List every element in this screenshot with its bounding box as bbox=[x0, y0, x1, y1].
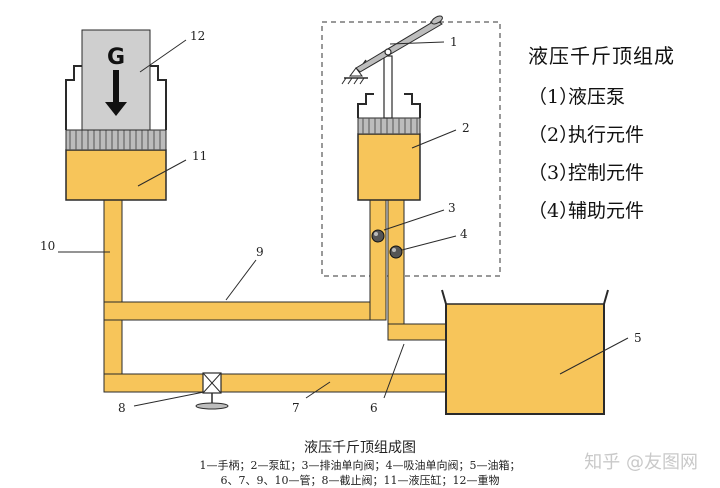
discharge-check-valve-3 bbox=[371, 229, 385, 243]
suction-check-valve-4 bbox=[389, 245, 403, 259]
legend-label: 辅助元件 bbox=[568, 200, 645, 222]
legend-index: （1） bbox=[528, 86, 579, 108]
parts-list-line-2: 6、7、9、10—管；8—截止阀；11—液压缸；12—重物 bbox=[220, 474, 500, 487]
pipe-7 bbox=[103, 373, 449, 393]
callout-6: 6 bbox=[370, 401, 378, 415]
stop-valve-8 bbox=[195, 372, 229, 410]
legend-label: 执行元件 bbox=[568, 124, 645, 146]
callout-1: 1 bbox=[450, 35, 458, 49]
callout-2: 2 bbox=[462, 121, 470, 135]
parts-list-line-1: 1—手柄；2—泵缸；3—排油单向阀；4—吸油单向阀；5—油箱； bbox=[199, 459, 521, 472]
pipe-6 bbox=[387, 197, 405, 339]
pipe-9-riser bbox=[369, 197, 387, 321]
legend-item-actuator: （2）执行元件 bbox=[528, 120, 644, 147]
callout-10: 10 bbox=[40, 239, 55, 253]
legend-item-auxiliary: （4）辅助元件 bbox=[528, 196, 644, 223]
callout-11: 11 bbox=[192, 149, 207, 163]
figure-caption: 液压千斤顶组成图 bbox=[304, 440, 416, 456]
legend-label: 液压泵 bbox=[568, 86, 626, 108]
down-arrow-icon bbox=[113, 70, 119, 104]
cylinder-piston bbox=[65, 129, 167, 151]
pipes bbox=[103, 197, 449, 393]
callout-7: 7 bbox=[292, 401, 300, 415]
pump-cylinder-2 bbox=[357, 55, 421, 201]
callout-numbers: 1 2 3 4 5 6 7 8 9 10 11 12 bbox=[40, 29, 642, 415]
watermark: 知乎 @友图网 bbox=[584, 452, 698, 473]
legend-label: 控制元件 bbox=[568, 162, 645, 184]
callout-12: 12 bbox=[190, 29, 205, 43]
legend-index: （3） bbox=[528, 162, 579, 184]
pipe-10 bbox=[103, 197, 123, 393]
callout-lines bbox=[58, 39, 629, 407]
oil-tank-5 bbox=[441, 289, 609, 415]
handle-1 bbox=[341, 15, 443, 85]
callout-8: 8 bbox=[118, 401, 126, 415]
legend-title: 液压千斤顶组成 bbox=[528, 44, 675, 68]
callout-4: 4 bbox=[460, 227, 468, 241]
legend-index: （2） bbox=[528, 124, 579, 146]
callout-3: 3 bbox=[448, 201, 456, 215]
pump-piston-rod bbox=[383, 55, 393, 119]
legend-index: （4） bbox=[528, 200, 579, 222]
callout-9: 9 bbox=[256, 245, 264, 259]
pipe-9 bbox=[103, 301, 387, 321]
legend-item-control: （3）控制元件 bbox=[528, 158, 644, 185]
weight-label: G bbox=[107, 45, 125, 70]
hydraulic-cylinder-11: G bbox=[65, 29, 167, 201]
legend-item-pump: （1）液压泵 bbox=[528, 82, 625, 109]
callout-5: 5 bbox=[634, 331, 642, 345]
